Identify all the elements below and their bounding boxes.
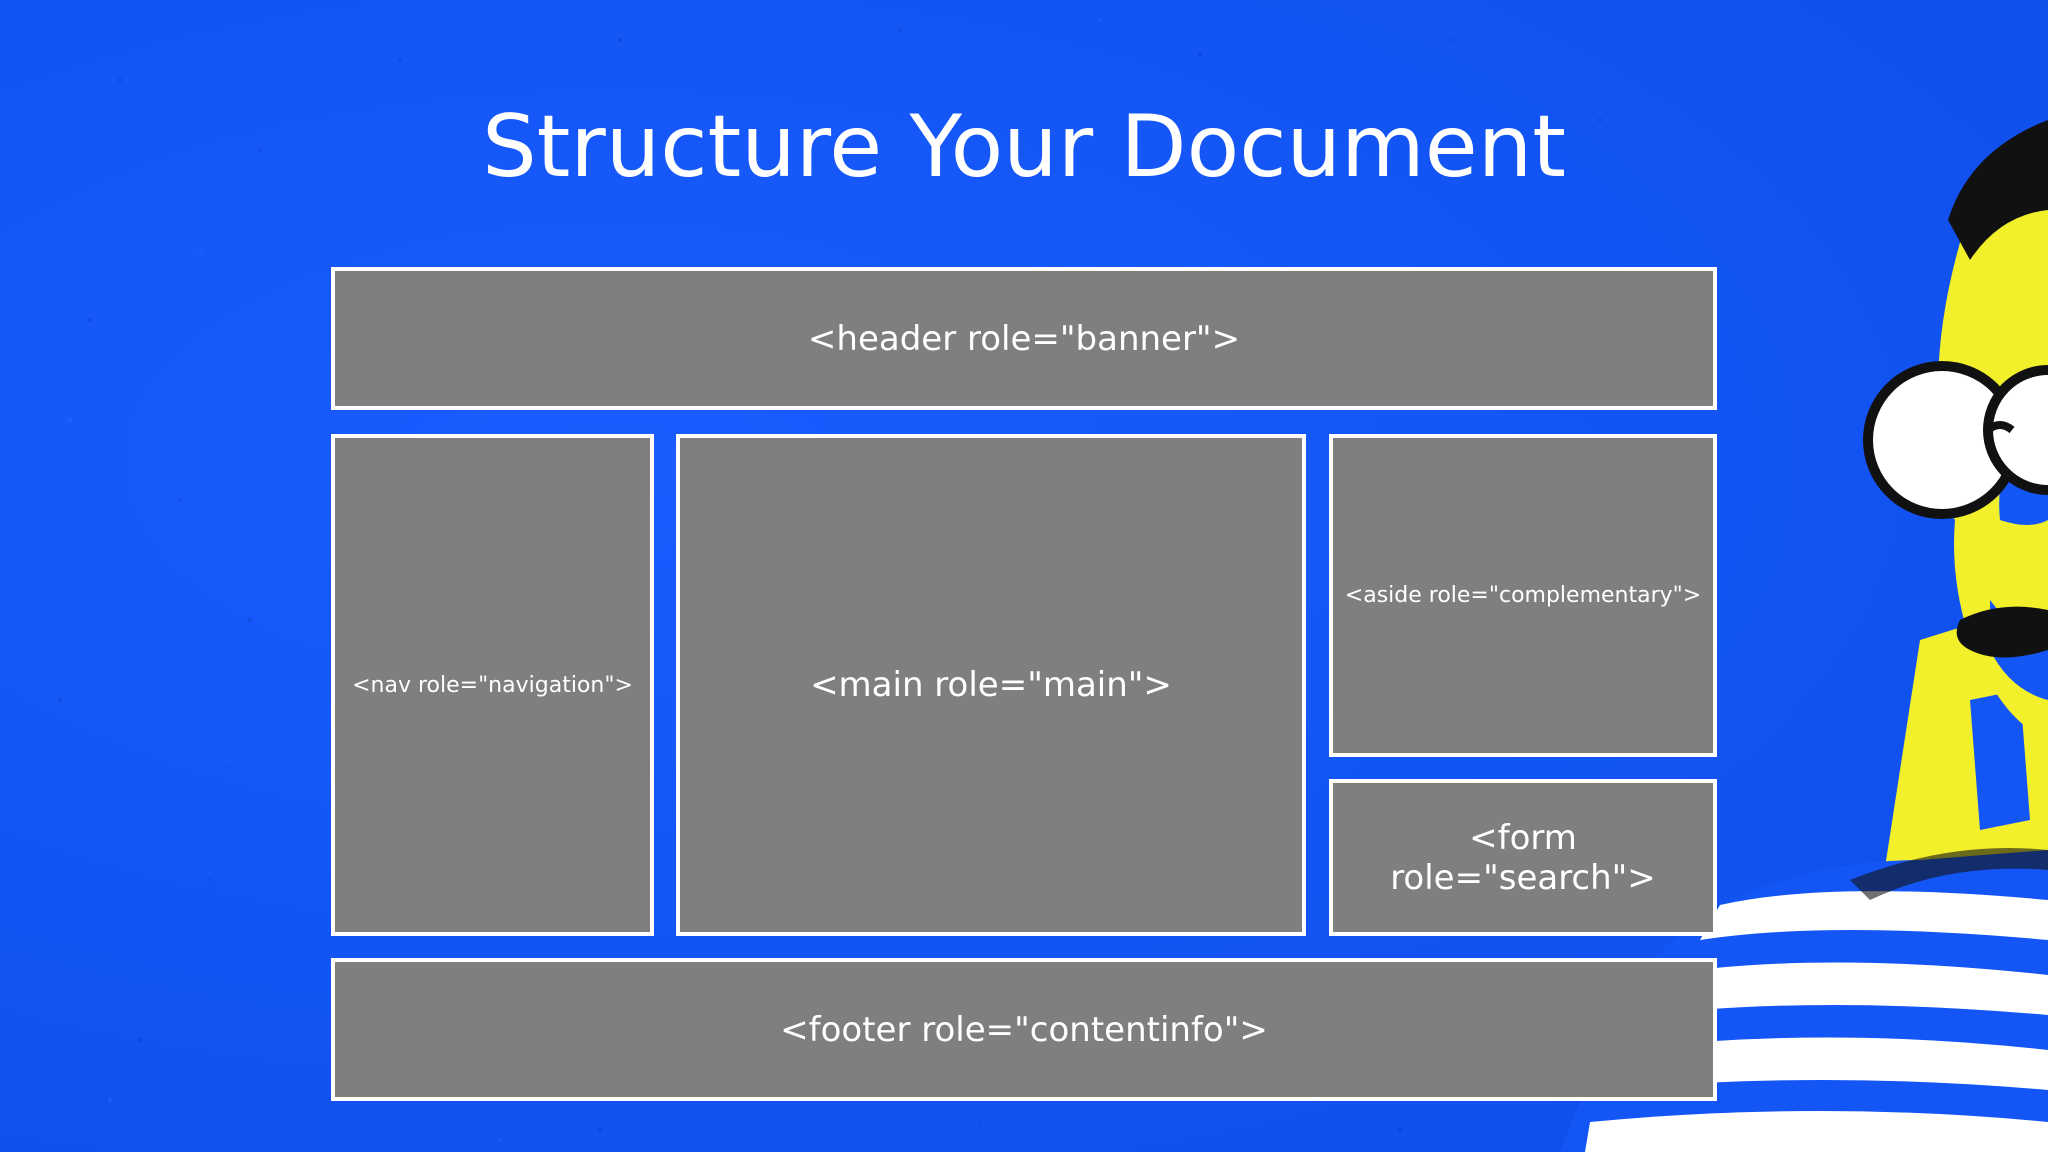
footer-contentinfo-box: <footer role="contentinfo"> (331, 958, 1717, 1101)
header-banner-label: <header role="banner"> (807, 318, 1241, 359)
nav-navigation-box: <nav role="navigation"> (331, 434, 654, 936)
nav-navigation-label: <nav role="navigation"> (352, 672, 633, 698)
form-search-label: <form role="search"> (1390, 817, 1656, 898)
aside-complementary-label: <aside role="complementary"> (1344, 583, 1702, 608)
form-search-box: <form role="search"> (1329, 779, 1717, 936)
slide-title: Structure Your Document (482, 97, 1566, 197)
main-label: <main role="main"> (810, 665, 1172, 705)
header-banner-box: <header role="banner"> (331, 267, 1717, 410)
main-box: <main role="main"> (676, 434, 1306, 936)
footer-contentinfo-label: <footer role="contentinfo"> (780, 1009, 1268, 1050)
aside-complementary-box: <aside role="complementary"> (1329, 434, 1717, 757)
person-illustration (1560, 120, 2048, 1152)
